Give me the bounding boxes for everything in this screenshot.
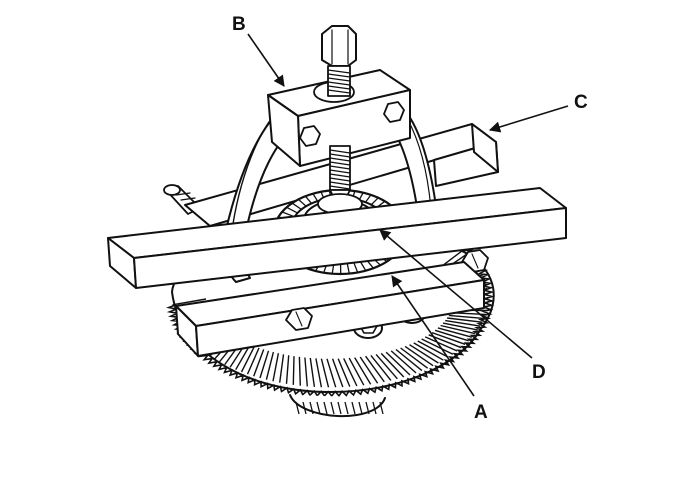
lower-flange xyxy=(289,394,386,417)
leader-line-c xyxy=(488,105,569,133)
hatch-line xyxy=(380,352,405,378)
hatch-line xyxy=(417,340,449,358)
hatch-line xyxy=(421,338,454,355)
hatch-line xyxy=(329,181,351,186)
hatch-line xyxy=(298,356,301,386)
puller-crossbar xyxy=(267,69,411,167)
hatch-line xyxy=(331,358,344,388)
hatch-line xyxy=(240,345,256,373)
hatch-line xyxy=(447,317,483,323)
hatch-line xyxy=(329,157,351,162)
hatch-line xyxy=(431,331,466,345)
hatch-line xyxy=(329,169,351,174)
hatch-line xyxy=(440,324,476,335)
hatch-line xyxy=(286,206,299,214)
forcing-screw-hex-head xyxy=(321,25,357,67)
hatch-line xyxy=(320,358,330,388)
hatch-line xyxy=(390,350,417,374)
hatch-line xyxy=(395,348,423,372)
hatch-line xyxy=(385,351,411,376)
hatch-line xyxy=(329,165,351,170)
crossbar-nut-left xyxy=(299,125,321,147)
hatch-line xyxy=(424,336,458,352)
hatch-line xyxy=(329,185,351,190)
hatch-line xyxy=(343,358,358,387)
hatch-line xyxy=(354,357,372,385)
hatch-line xyxy=(272,353,280,382)
leader-line-b xyxy=(247,33,285,87)
callout-a: A xyxy=(474,402,488,423)
hatch-line xyxy=(353,262,359,273)
callout-c: C xyxy=(574,92,588,113)
lower-flange-teeth xyxy=(295,401,384,415)
hatch-line xyxy=(315,358,323,388)
hatch-line xyxy=(329,161,351,166)
hatch-line xyxy=(359,261,367,272)
hatch-line xyxy=(448,314,484,320)
hatch-line xyxy=(400,347,429,369)
hatch-line xyxy=(235,344,251,371)
hatch-line xyxy=(309,357,316,387)
hatch-line xyxy=(304,357,308,387)
hatch-line xyxy=(370,354,392,381)
leader-line-a xyxy=(391,275,475,397)
hatch-line xyxy=(445,319,481,327)
hatch-line xyxy=(259,350,270,379)
hatch-line xyxy=(434,329,469,342)
crossbar-nut-right xyxy=(383,101,405,123)
hatch-line xyxy=(327,77,351,82)
hatch-line xyxy=(404,345,434,367)
hatch-line xyxy=(346,263,350,274)
hatch-line xyxy=(172,298,207,306)
front-upper-bar xyxy=(107,187,567,289)
hatch-line xyxy=(265,351,275,380)
hatch-line xyxy=(375,353,398,380)
hatch-line xyxy=(327,73,351,78)
hatch-line xyxy=(253,349,265,377)
hatch-line xyxy=(329,173,351,178)
hatch-line xyxy=(327,85,351,90)
hatch-line xyxy=(329,153,351,158)
hatch-line xyxy=(437,327,473,338)
leader-line-d xyxy=(379,229,533,359)
hatch-line xyxy=(327,81,351,86)
hatch-line xyxy=(246,347,260,375)
hatch-line xyxy=(327,69,351,74)
hatch-line xyxy=(443,248,466,265)
hatch-line xyxy=(292,356,295,385)
hatch-line xyxy=(442,322,478,331)
ring-gear-rim xyxy=(165,242,495,398)
front-lower-bar xyxy=(175,261,485,357)
callout-d: D xyxy=(532,362,546,383)
hatch-line xyxy=(337,358,351,387)
lower-bar-bolt xyxy=(285,307,313,331)
hatch-line xyxy=(348,357,365,386)
upper-threads xyxy=(327,69,351,94)
hatch-line xyxy=(327,89,351,94)
hatch-line xyxy=(285,355,290,384)
hatch-line xyxy=(326,358,337,388)
hatch-line xyxy=(279,354,285,383)
hatch-line xyxy=(359,356,379,384)
callout-b: B xyxy=(232,14,246,35)
hatch-line xyxy=(329,149,351,154)
hatch-line xyxy=(329,177,351,182)
forcing-screw xyxy=(321,25,357,203)
hatch-line xyxy=(409,344,439,364)
hatch-line xyxy=(365,355,385,383)
hatch-line xyxy=(413,342,444,361)
lower-threads xyxy=(329,149,351,190)
